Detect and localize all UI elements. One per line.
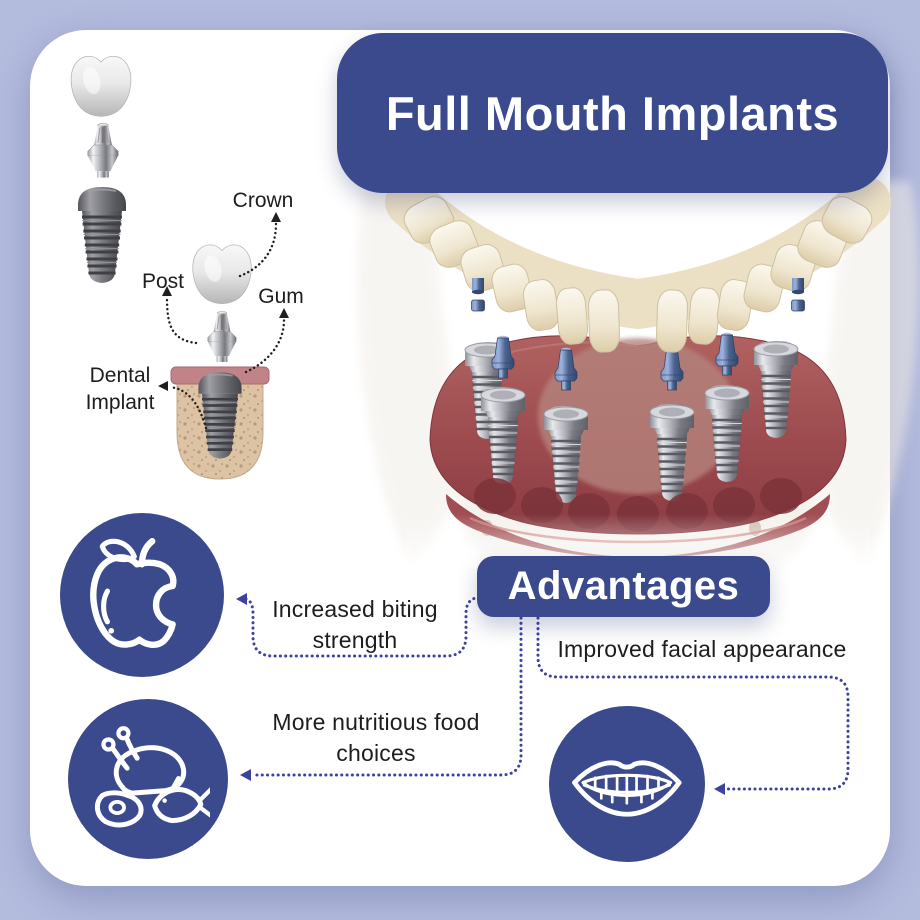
label-arrows: [158, 212, 289, 430]
page-title-banner: Full Mouth Implants: [337, 33, 888, 193]
smiling-mouth-icon: [572, 760, 682, 817]
crown-label: Crown: [232, 189, 294, 212]
advantages-banner: Advantages: [477, 556, 770, 617]
gum-label: Gum: [258, 285, 304, 308]
benefit-improved-facial-appearance: Improved facial appearance: [557, 636, 847, 662]
protein-foods-icon: [94, 725, 211, 827]
page-title: Full Mouth Implants: [385, 86, 840, 140]
benefit-connectors: [236, 593, 850, 795]
benefit-more-nutritious-food: More nutritious food choices: [272, 709, 480, 766]
facial-benefit-circle: [549, 706, 705, 862]
jaw-illustration: [356, 177, 920, 603]
advantages-heading: Advantages: [507, 564, 740, 608]
dental-implant-label: Dental Implant: [85, 364, 155, 414]
food-benefit-circle: [68, 699, 228, 859]
biting-benefit-circle: [60, 513, 224, 677]
bitten-apple-icon: [90, 538, 177, 648]
exploded-implant-illustration: [70, 55, 132, 285]
implant-cross-section-illustration: [170, 244, 270, 480]
post-label: Post: [141, 270, 185, 293]
benefit-increased-biting-strength: Increased biting strength: [272, 596, 438, 653]
